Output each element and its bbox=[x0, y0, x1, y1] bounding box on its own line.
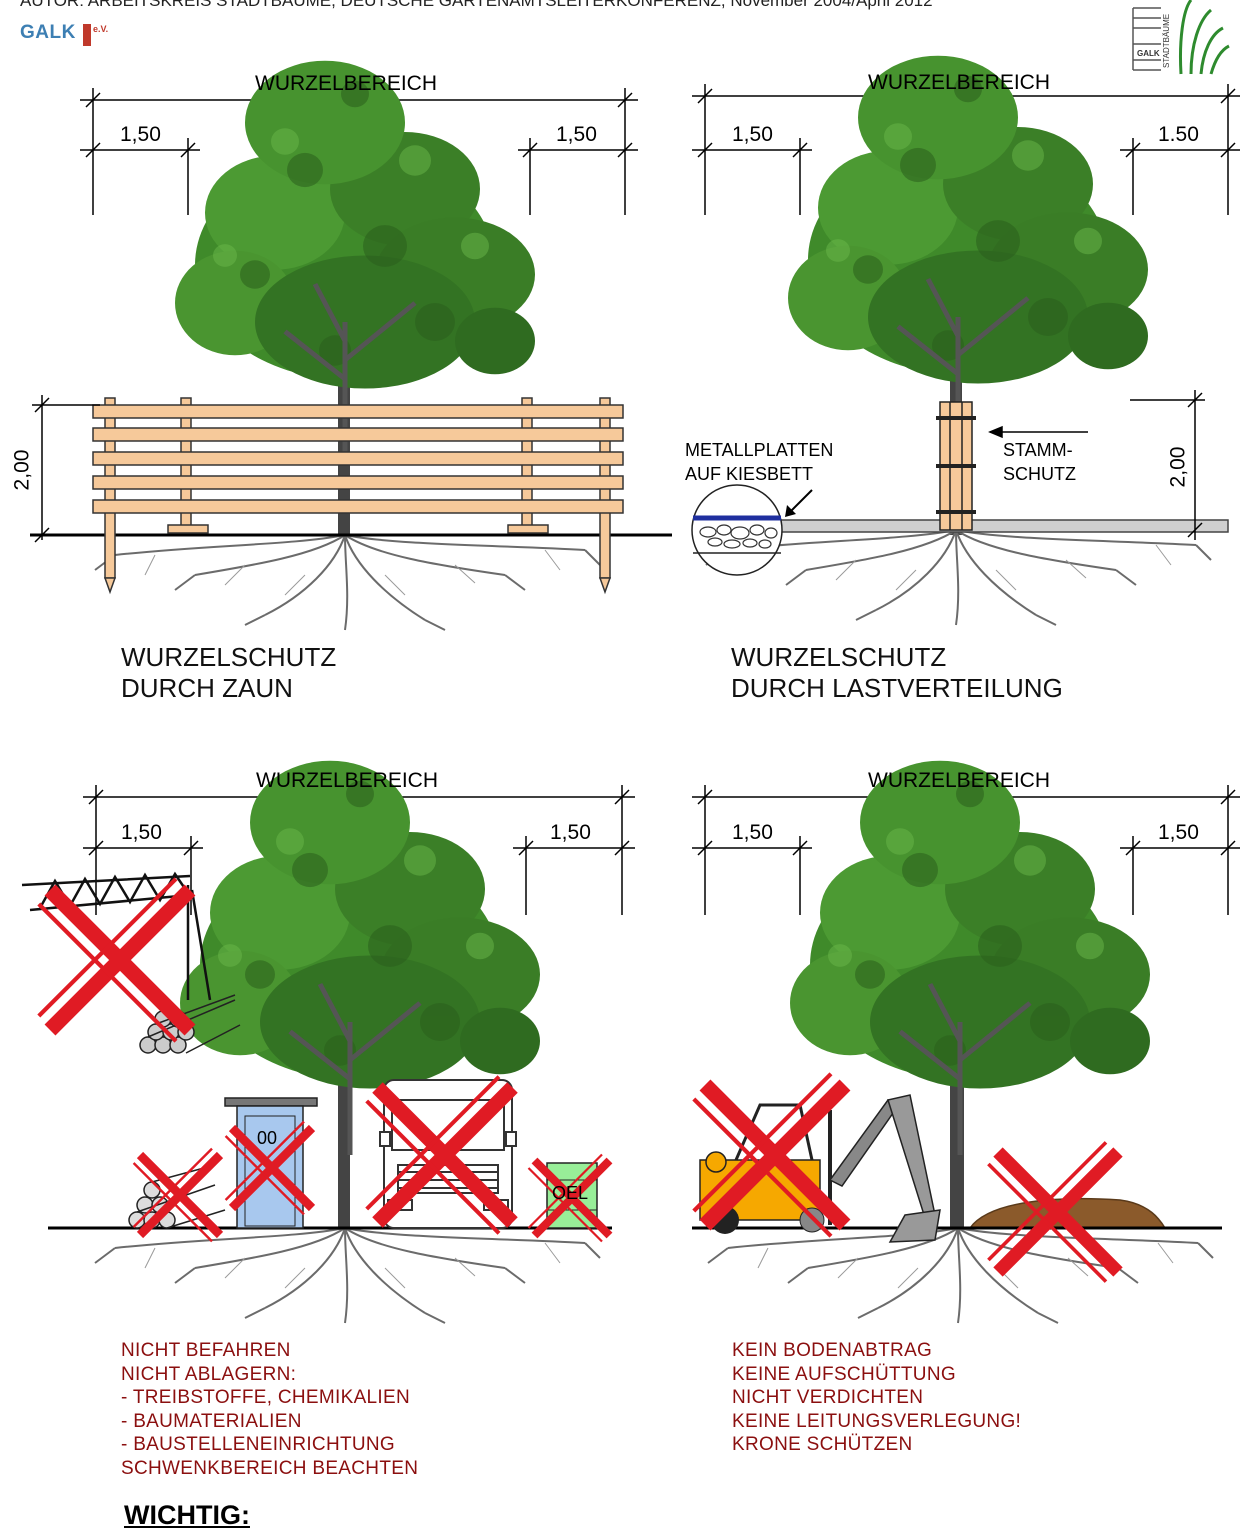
gravel-bed-label-line-1: METALLPLATTEN bbox=[685, 440, 834, 460]
rules-bottom-right: KEIN BODENABTRAG KEINE AUFSCHÜTTUNG NICH… bbox=[732, 1339, 1021, 1457]
toilet-label: 00 bbox=[257, 1128, 278, 1148]
panel-bottom-left bbox=[21, 761, 635, 1324]
rule-item: NICHT VERDICHTEN bbox=[732, 1387, 924, 1408]
caption-top-left: WURZELSCHUTZ DURCH ZAUN bbox=[121, 642, 336, 704]
rule-item: KEINE LEITUNGSVERLEGUNG! bbox=[732, 1410, 1022, 1432]
trunk-protection-label-line-2: SCHUTZ bbox=[1003, 464, 1076, 484]
offset-right-top-left: 1,50 bbox=[556, 123, 597, 146]
trunk-protection bbox=[936, 401, 976, 531]
zone-label-top-left: WURZELBEREICH bbox=[255, 72, 438, 95]
roots bbox=[707, 1227, 1214, 1324]
excavator-arm bbox=[828, 1094, 941, 1243]
stadtbaeume-logo-word: STADTBÄUME bbox=[1162, 14, 1171, 68]
rule-item: NICHT BEFAHREN bbox=[121, 1340, 291, 1361]
offset-right-bottom-right: 1,50 bbox=[1158, 821, 1199, 844]
trunk-arrow bbox=[988, 425, 1088, 439]
caption-line-1: WURZELSCHUTZ bbox=[121, 642, 337, 672]
rule-item: KRONE SCHÜTZEN bbox=[732, 1434, 913, 1455]
galk-logo-text: GALK bbox=[20, 22, 76, 43]
tree bbox=[180, 761, 540, 1230]
stadtbaeume-logo-text: GALK bbox=[1137, 49, 1160, 58]
panel-bottom-right bbox=[692, 761, 1240, 1324]
caption-line-1: WURZELSCHUTZ bbox=[731, 642, 947, 672]
fence bbox=[92, 397, 624, 595]
gravel-bed-label: METALLPLATTEN AUF KIESBETT bbox=[685, 438, 833, 486]
rule-item: SCHWENKBEREICH BEACHTEN bbox=[121, 1457, 419, 1479]
caption-line-2: DURCH LASTVERTEILUNG bbox=[731, 673, 1063, 703]
offset-left-bottom-right: 1,50 bbox=[732, 821, 773, 844]
zone-label-bottom-left: WURZELBEREICH bbox=[256, 769, 439, 792]
rule-item: - BAUSTELLENEINRICHTUNG bbox=[121, 1434, 395, 1455]
offset-left-top-right: 1,50 bbox=[732, 123, 773, 146]
height-dimension bbox=[1130, 390, 1205, 540]
zone-label-top-right: WURZELBEREICH bbox=[868, 71, 1051, 94]
tree bbox=[790, 761, 1150, 1228]
zone-label-bottom-right: WURZELBEREICH bbox=[868, 769, 1051, 792]
height-dimension bbox=[32, 395, 100, 543]
offset-right-bottom-left: 1,50 bbox=[550, 821, 591, 844]
offset-left-top-left: 1,50 bbox=[120, 123, 161, 146]
rule-item: NICHT ABLAGERN: bbox=[121, 1363, 297, 1385]
panel-top-right bbox=[691, 56, 1240, 626]
panel-top-left bbox=[30, 61, 672, 631]
stadtbaeume-logo: GALK STADTBÄUME bbox=[1125, 0, 1235, 75]
trunk-protection-label-line-1: STAMM- bbox=[1003, 440, 1073, 460]
offset-right-top-right: 1.50 bbox=[1158, 123, 1199, 146]
rule-item: - BAUMATERIALIEN bbox=[121, 1410, 302, 1432]
galk-logo: GALK e.V. bbox=[20, 22, 108, 54]
galk-logo-bar bbox=[83, 24, 91, 46]
trunk-protection-label: STAMM- SCHUTZ bbox=[1003, 438, 1076, 486]
rule-item: - TREIBSTOFFE, CHEMIKALIEN bbox=[121, 1387, 410, 1408]
roots bbox=[705, 529, 1212, 626]
roots bbox=[94, 1227, 601, 1324]
load-distribution-plates bbox=[779, 519, 1229, 533]
roots bbox=[94, 534, 601, 631]
height-label-top-right: 2,00 bbox=[1166, 446, 1190, 488]
barrel-label: OEL bbox=[552, 1183, 589, 1203]
height-label-top-left: 2,00 bbox=[10, 449, 34, 491]
caption-top-right: WURZELSCHUTZ DURCH LASTVERTEILUNG bbox=[731, 642, 1063, 704]
gravel-bed-detail bbox=[691, 484, 813, 576]
galk-logo-suffix: e.V. bbox=[93, 24, 109, 34]
author-line: AUTOR: ARBEITSKREIS STADTBÄUME, DEUTSCHE… bbox=[20, 0, 933, 10]
rule-item: KEIN BODENABTRAG bbox=[732, 1340, 933, 1361]
offset-left-bottom-left: 1,50 bbox=[121, 821, 162, 844]
important-heading: WICHTIG: bbox=[124, 1500, 250, 1530]
rule-item: KEINE AUFSCHÜTTUNG bbox=[732, 1363, 956, 1385]
caption-line-2: DURCH ZAUN bbox=[121, 673, 293, 703]
gravel-bed-label-line-2: AUF KIESBETT bbox=[685, 464, 814, 484]
rules-bottom-left: NICHT BEFAHREN NICHT ABLAGERN: - TREIBST… bbox=[121, 1339, 418, 1480]
